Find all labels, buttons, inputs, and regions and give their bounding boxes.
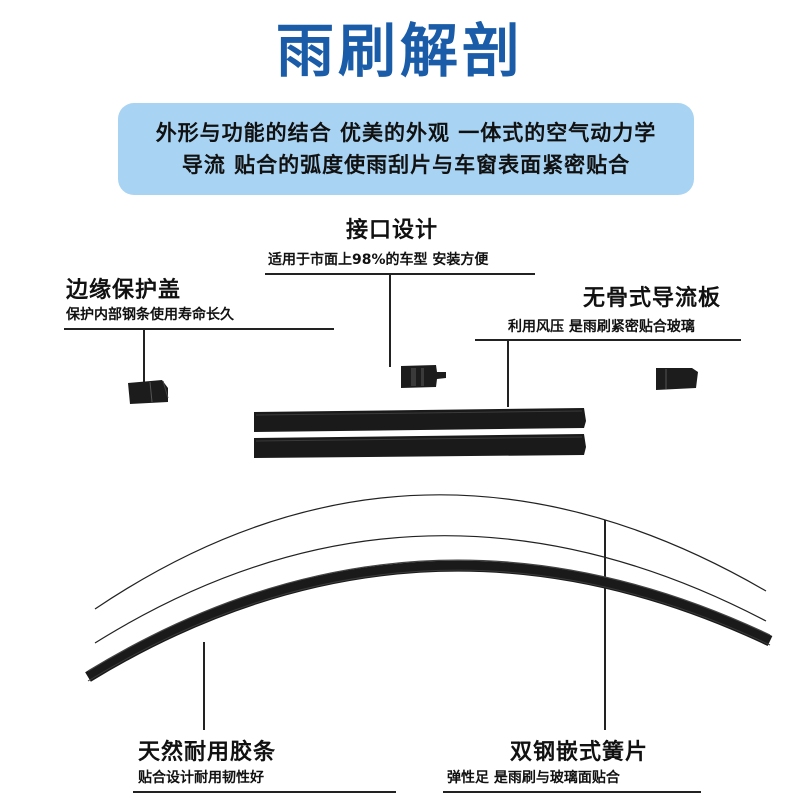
intro-line-1: 外形与功能的结合 优美的外观 一体式的空气动力学 — [155, 121, 657, 145]
edge-cover-desc: 保护内部钢条使用寿命长久 — [66, 307, 234, 323]
rubber-leader-line — [203, 642, 205, 730]
steel-desc: 弹性足 是雨刷与玻璃面贴合 — [447, 770, 620, 786]
interface-underline — [265, 273, 535, 275]
edge-cover-part — [128, 380, 169, 404]
rubber-strip-part — [85, 559, 773, 682]
edge-cover-leader-line — [143, 330, 145, 382]
spoiler-strips-part — [254, 408, 586, 458]
spoiler-title: 无骨式导流板 — [583, 286, 722, 311]
intro-line-2: 导流 贴合的弧度使雨刮片与车窗表面紧密贴合 — [181, 153, 631, 177]
rubber-title: 天然耐用胶条 — [138, 740, 277, 765]
spoiler-leader-line — [507, 341, 509, 407]
rubber-underline — [133, 791, 396, 793]
steel-spring-parts — [94, 494, 767, 644]
steel-underline — [443, 791, 701, 793]
spoiler-desc: 利用风压 是雨刷紧密贴合玻璃 — [508, 319, 695, 335]
interface-leader-line — [389, 275, 391, 367]
edge-cover-title: 边缘保护盖 — [66, 278, 182, 303]
spoiler-underline — [475, 339, 741, 341]
page-title: 雨刷解剖 — [275, 17, 524, 85]
intro-banner: 外形与功能的结合 优美的外观 一体式的空气动力学 导流 贴合的弧度使雨刮片与车窗… — [118, 103, 694, 195]
interface-connector-part — [401, 365, 446, 388]
interface-title: 接口设计 — [346, 218, 439, 243]
rubber-desc: 贴合设计耐用韧性好 — [138, 770, 264, 786]
interface-desc: 适用于市面上98%的车型 安装方便 — [268, 252, 489, 268]
steel-leader-line — [604, 520, 606, 730]
edge-cover-underline — [64, 328, 334, 330]
spoiler-end-cap-part — [656, 368, 698, 390]
steel-title: 双钢嵌式簧片 — [510, 740, 649, 765]
